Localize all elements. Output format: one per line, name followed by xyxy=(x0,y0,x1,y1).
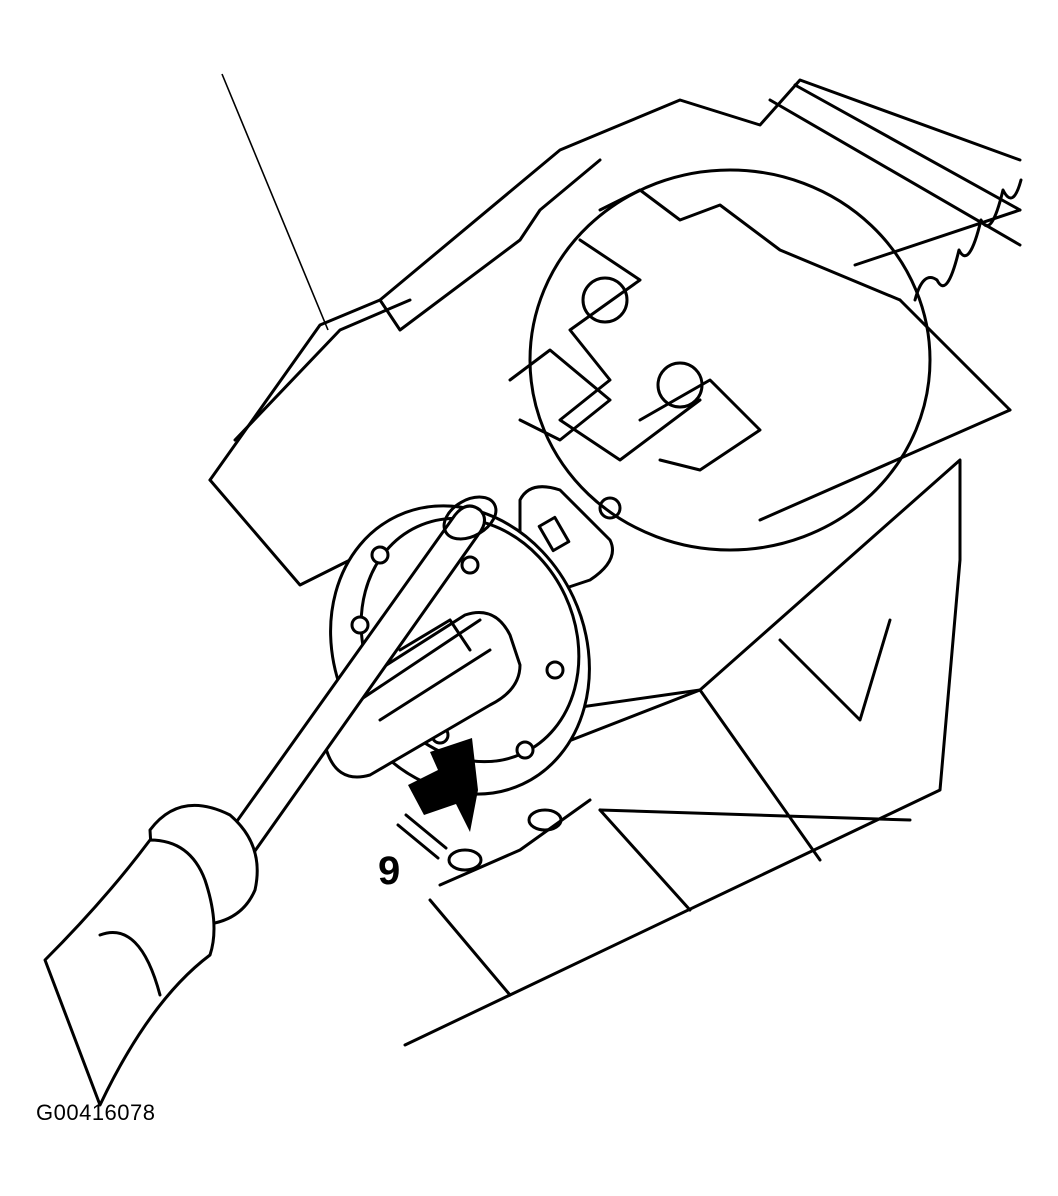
upper-housing xyxy=(208,78,1022,587)
spring xyxy=(913,178,1023,302)
leader-line xyxy=(221,73,329,331)
ignition-switch-body xyxy=(508,168,932,552)
screwdriver xyxy=(43,495,498,1107)
lower-housing xyxy=(403,458,962,1047)
callout-label: 9 xyxy=(378,849,400,893)
push-arrow xyxy=(396,738,478,860)
figure-id: G00416078 xyxy=(36,1100,156,1125)
